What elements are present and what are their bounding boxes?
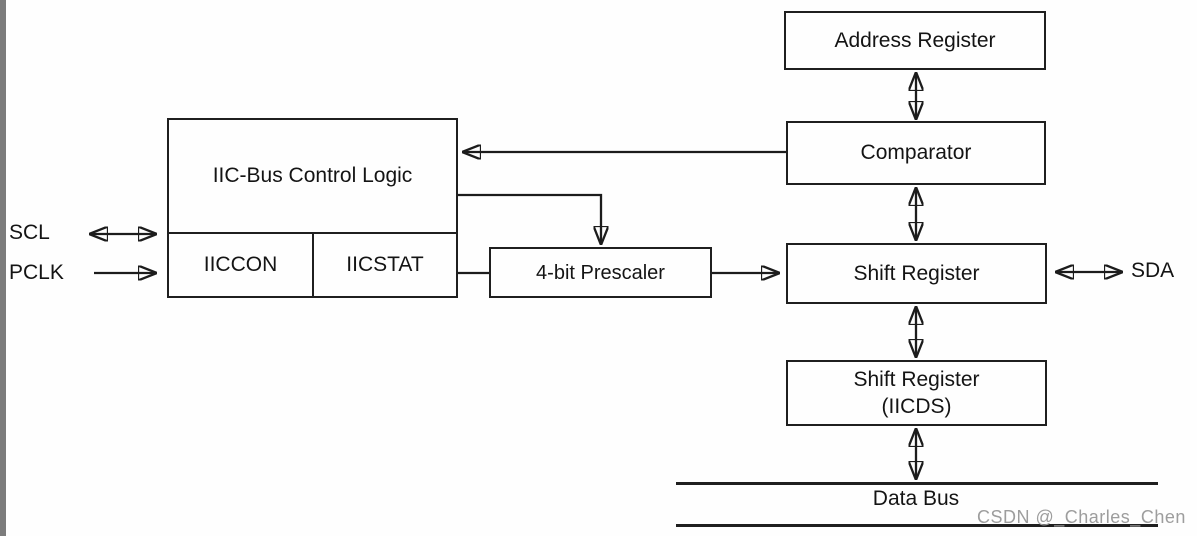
block-comparator: Comparator	[786, 121, 1046, 185]
label-address-register: Address Register	[834, 28, 996, 52]
block-shift-register: Shift Register	[786, 243, 1047, 304]
label-iic-bus-control-logic: IIC-Bus Control Logic	[212, 164, 413, 188]
page-edge-bar	[0, 0, 6, 536]
pin-label-sda: SDA	[1131, 259, 1175, 282]
pin-label-scl: SCL	[9, 221, 50, 244]
block-iiccon: IICCON	[167, 232, 314, 298]
csdn-watermark: CSDN @_Charles_Chen	[977, 507, 1186, 527]
connector-control-logic-to-prescaler	[458, 193, 601, 244]
label-comparator: Comparator	[860, 141, 972, 165]
label-shift-register: Shift Register	[853, 261, 980, 285]
block-shift-register-iicds: Shift Register (IICDS)	[786, 360, 1047, 426]
label-iicstat: IICSTAT	[346, 253, 424, 277]
block-address-register: Address Register	[784, 11, 1046, 70]
data-bus-line-bottom	[676, 524, 1158, 527]
label-iiccon: IICCON	[203, 253, 278, 277]
pin-label-pclk: PCLK	[9, 261, 64, 284]
block-iicstat: IICSTAT	[312, 232, 458, 298]
block-4bit-prescaler: 4-bit Prescaler	[489, 247, 712, 298]
label-shift-register-iicds: Shift Register (IICDS)	[853, 367, 980, 418]
label-data-bus: Data Bus	[872, 487, 960, 510]
block-iic-bus-control-logic: IIC-Bus Control Logic	[167, 118, 458, 234]
data-bus-line-top	[676, 482, 1158, 485]
label-4bit-prescaler: 4-bit Prescaler	[536, 261, 665, 284]
